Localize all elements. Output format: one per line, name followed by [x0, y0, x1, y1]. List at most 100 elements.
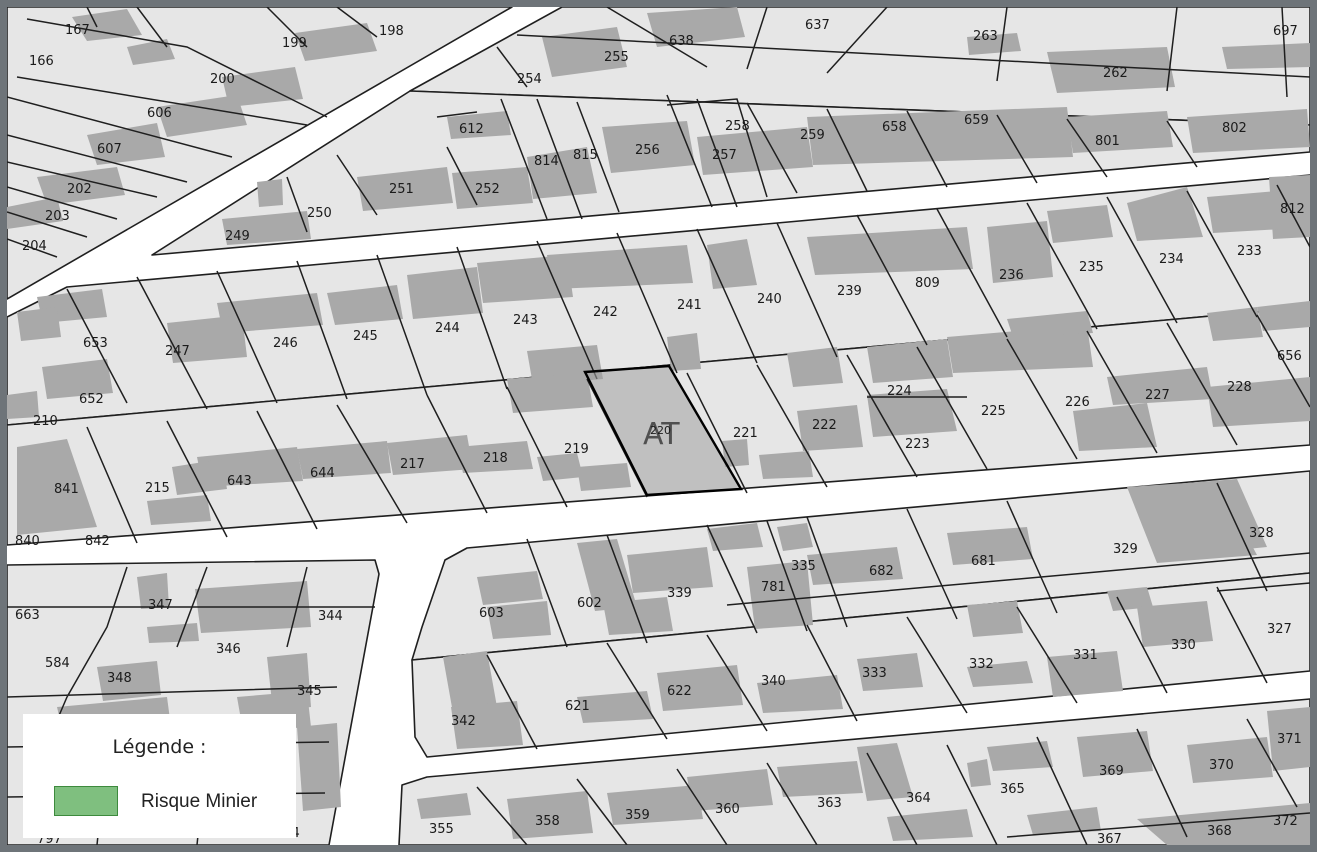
selected-parcel-220[interactable] [583, 364, 744, 497]
parcel-label: 234 [1159, 252, 1184, 267]
parcel-label: 255 [604, 50, 629, 65]
parcel-label: 257 [712, 148, 737, 163]
parcel-label: 167 [65, 23, 90, 38]
parcel-label: 809 [915, 276, 940, 291]
parcel-label: 204 [22, 239, 47, 254]
parcel-label: 256 [635, 143, 660, 158]
parcel-label: 815 [573, 148, 598, 163]
parcel-label: 244 [435, 321, 460, 336]
parcel-label: 801 [1095, 134, 1120, 149]
parcel-label: 203 [45, 209, 70, 224]
parcel-label: 247 [165, 344, 190, 359]
parcel-label: 243 [513, 313, 538, 328]
parcel-label: 250 [307, 206, 332, 221]
parcel-label: 198 [379, 24, 404, 39]
parcel-label: 331 [1073, 648, 1098, 663]
parcel-label: 236 [999, 268, 1024, 283]
parcel-label: 224 [887, 384, 912, 399]
parcel-label: 612 [459, 122, 484, 137]
parcel-label: 347 [148, 598, 173, 613]
parcel-label: 682 [869, 564, 894, 579]
map-legend: Légende : Risque Minier [23, 714, 296, 838]
parcel-label: 254 [517, 72, 542, 87]
selected-parcel-section: AT [643, 417, 680, 452]
parcel-label: 226 [1065, 395, 1090, 410]
parcel-label: 602 [577, 596, 602, 611]
parcel-label: 812 [1280, 202, 1305, 217]
parcel-label: 348 [107, 671, 132, 686]
parcel-label: 663 [15, 608, 40, 623]
parcel-label: 225 [981, 404, 1006, 419]
parcel-label: 200 [210, 72, 235, 87]
legend-title: Légende : [112, 736, 207, 758]
parcel-label: 637 [805, 18, 830, 33]
parcel-label: 221 [733, 426, 758, 441]
parcel-label: 345 [297, 684, 322, 699]
parcel-label: 259 [800, 128, 825, 143]
parcel-label: 199 [282, 36, 307, 51]
parcel-label: 367 [1097, 832, 1122, 845]
parcel-label: 841 [54, 482, 79, 497]
parcel-label: 656 [1277, 349, 1302, 364]
parcel-block-northwest [7, 7, 513, 300]
parcel-label: 697 [1273, 24, 1298, 39]
parcel-label: 202 [67, 182, 92, 197]
parcel-label: 368 [1207, 824, 1232, 839]
parcel-label: 235 [1079, 260, 1104, 275]
parcel-block-north-upper [409, 7, 1310, 126]
parcel-label: 781 [761, 580, 786, 595]
parcel-label: 652 [79, 392, 104, 407]
parcel-label: 369 [1099, 764, 1124, 779]
parcel-label: 219 [564, 442, 589, 457]
buildings-layer [7, 7, 1310, 845]
parcel-label: 814 [534, 154, 559, 169]
parcel-label: 240 [757, 292, 782, 307]
parcel-label: 251 [389, 182, 414, 197]
legend-swatch-risque-minier [54, 786, 118, 816]
parcel-label: 681 [971, 554, 996, 569]
parcel-label: 210 [33, 414, 58, 429]
parcel-label: 372 [1273, 814, 1298, 829]
parcel-label: 339 [667, 586, 692, 601]
parcel-label: 233 [1237, 244, 1262, 259]
parcel-label: 245 [353, 329, 378, 344]
parcel-label: 246 [273, 336, 298, 351]
parcel-label: 584 [45, 656, 70, 671]
parcel-label: 659 [964, 113, 989, 128]
parcel-label: 365 [1000, 782, 1025, 797]
parcel-label: 222 [812, 418, 837, 433]
parcel-label: 607 [97, 142, 122, 157]
parcel-label: 653 [83, 336, 108, 351]
parcel-label: 332 [969, 657, 994, 672]
parcel-label: 239 [837, 284, 862, 299]
parcel-label: 621 [565, 699, 590, 714]
parcel-label: 342 [451, 714, 476, 729]
parcel-label: 249 [225, 229, 250, 244]
parcel-label: 217 [400, 457, 425, 472]
parcel-label: 802 [1222, 121, 1247, 136]
parcel-label: 606 [147, 106, 172, 121]
parcel-label: 335 [791, 559, 816, 574]
parcel-label: 364 [906, 791, 931, 806]
parcel-label: 603 [479, 606, 504, 621]
parcel-label: 359 [625, 808, 650, 823]
parcel-label: 344 [318, 609, 343, 624]
parcel-label: 370 [1209, 758, 1234, 773]
lot-lines [7, 7, 1310, 845]
legend-label-risque-minier: Risque Minier [141, 791, 258, 812]
parcel-label: 328 [1249, 526, 1274, 541]
parcel-label: 638 [669, 34, 694, 49]
parcel-label: 215 [145, 481, 170, 496]
parcel-label: 327 [1267, 622, 1292, 637]
parcel-label: 218 [483, 451, 508, 466]
parcel-label: 228 [1227, 380, 1252, 395]
selected-parcel-number: 220 [650, 424, 671, 437]
parcel-label: 360 [715, 802, 740, 817]
parcel-block-central-upper [7, 174, 1310, 426]
parcel-label: 358 [535, 814, 560, 829]
parcel-label: 842 [85, 534, 110, 549]
parcel-label: 329 [1113, 542, 1138, 557]
parcel-label: 622 [667, 684, 692, 699]
parcel-label: 371 [1277, 732, 1302, 747]
